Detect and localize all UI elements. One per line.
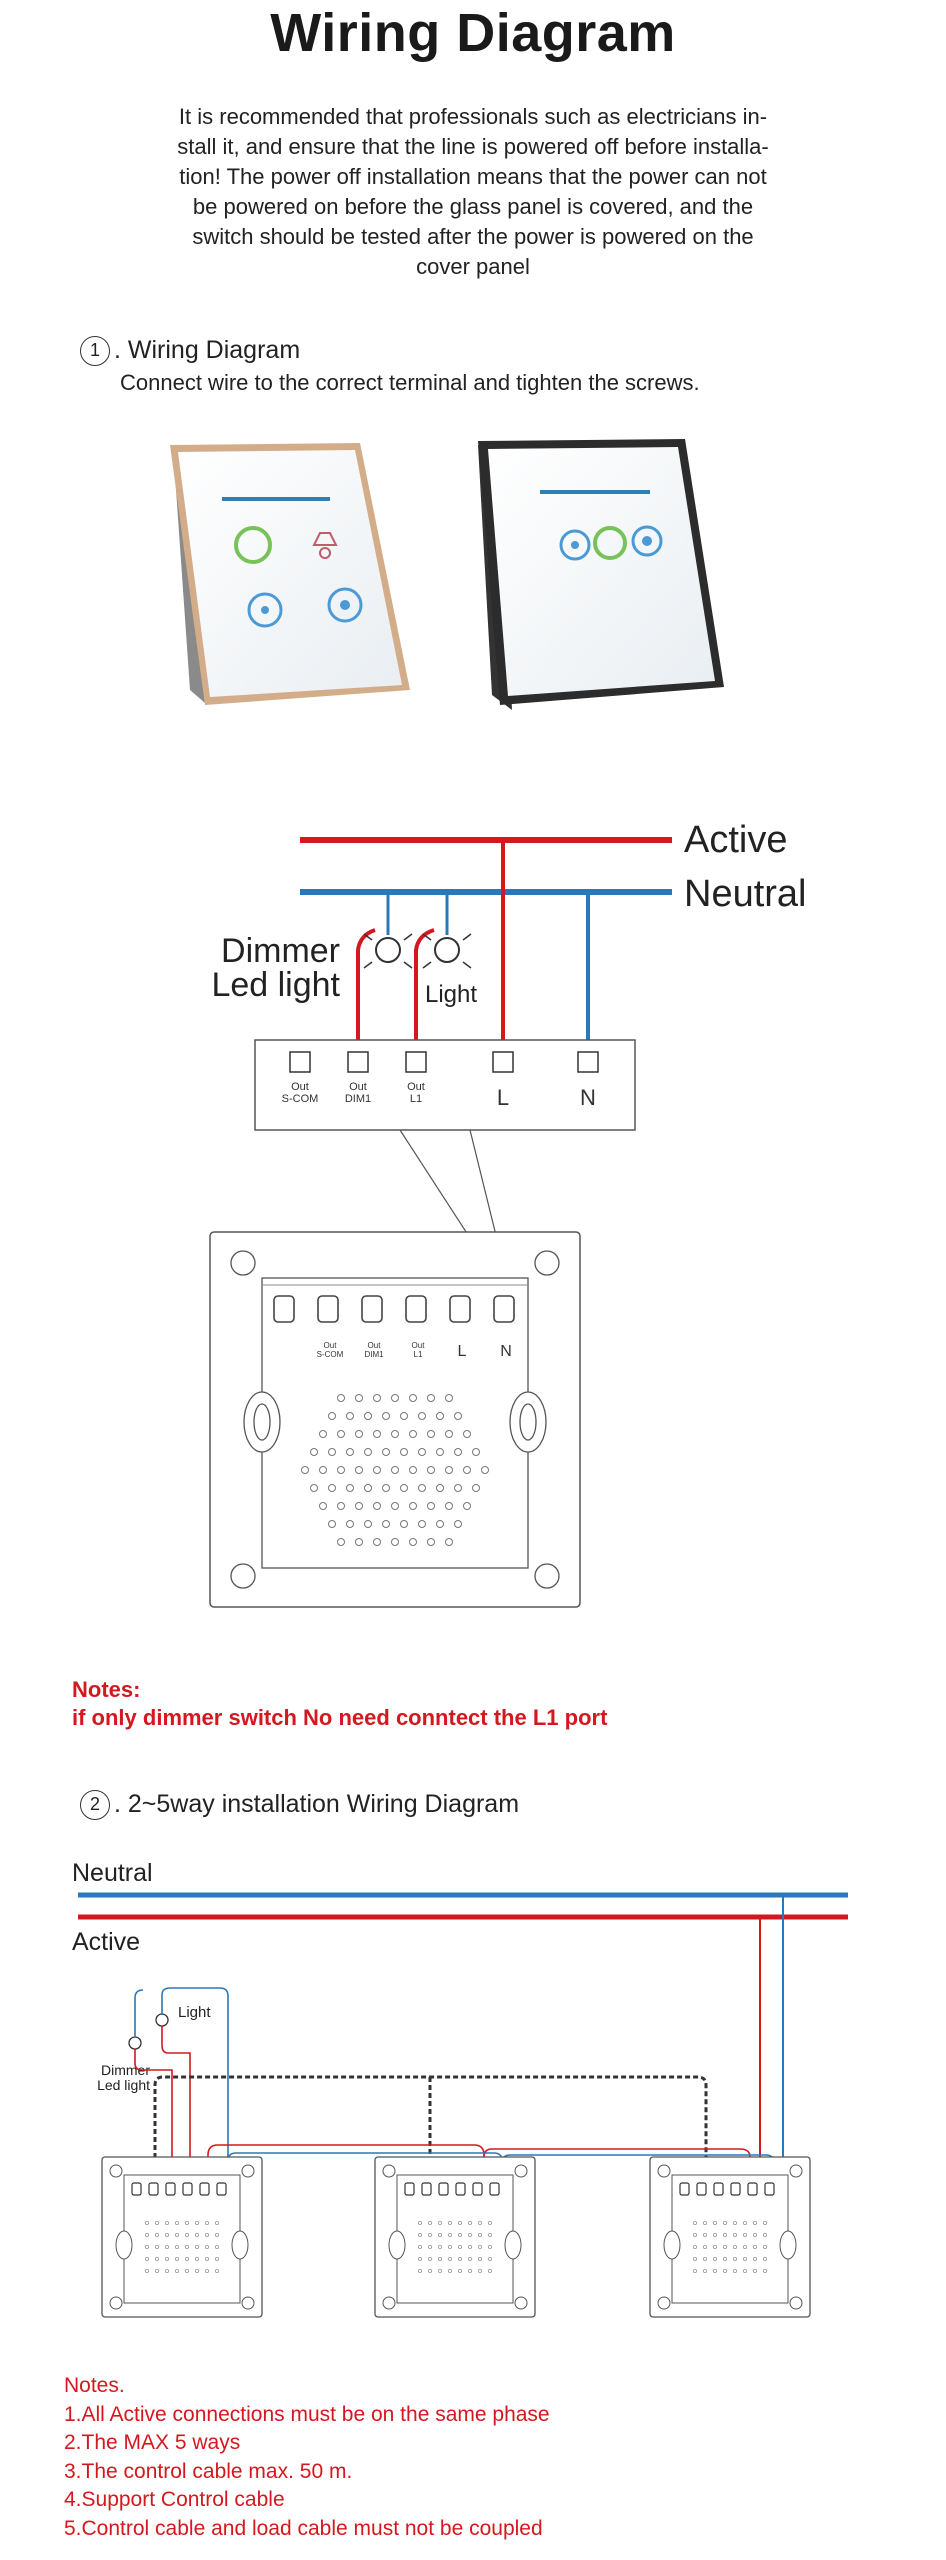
neutral-label: Neutral — [72, 1859, 153, 1887]
light-label: Light — [178, 2004, 211, 2021]
terminal-label: DIM1 — [345, 1093, 371, 1105]
terminal-label: Out — [349, 1081, 367, 1093]
terminal-label: L1 — [410, 1093, 422, 1105]
switch-back-housing: Out S-COM Out DIM1 Out L1 L N — [209, 1231, 581, 1608]
light-bulb-icon — [422, 933, 472, 969]
dimmer-up-icon — [327, 587, 363, 623]
section1-title-text: . Wiring Diagram — [114, 336, 301, 364]
switch-back-housing — [101, 2156, 263, 2318]
light-level-indicator — [540, 490, 650, 494]
section2-title-text: . 2~5way installation Wiring Diagram — [114, 1790, 520, 1818]
light-bulb-icon — [155, 2013, 169, 2027]
housing-terminal-label: DIM1 — [364, 1350, 384, 1359]
section2-number-badge: 2 — [80, 1790, 110, 1820]
single-wiring-diagram: Active Neutral Dimmer Led light Light — [209, 819, 807, 1608]
dimmer-label: Dimmer — [221, 932, 340, 970]
terminal-label: S-COM — [282, 1093, 319, 1105]
notes-item: 4.Support Control cable — [64, 2488, 285, 2511]
notes-title: Notes: — [72, 1677, 141, 1702]
light-level-indicator — [222, 497, 330, 501]
terminal-label-l: L — [497, 1085, 509, 1110]
notes-text: if only dimmer switch No need conntect t… — [72, 1705, 608, 1730]
section2-title: 2. 2~5way installation Wiring Diagram — [80, 1790, 519, 1820]
dimmer-down-icon — [559, 529, 591, 561]
led-light-label: Led light — [97, 2077, 150, 2093]
notes-item: 5.Control cable and load cable must not … — [64, 2516, 543, 2540]
intro-line: be powered on before the glass panel is … — [192, 194, 754, 219]
intro-line: tion! The power off installation means t… — [179, 164, 767, 189]
section1-subtitle: Connect wire to the correct terminal and… — [120, 370, 700, 395]
intro-paragraph: It is recommended that professionals suc… — [130, 102, 816, 282]
intro-line: stall it, and ensure that the line is po… — [177, 134, 769, 159]
page-title: Wiring Diagram — [270, 3, 676, 63]
gold-frame-switch — [170, 443, 410, 705]
light-label: Light — [425, 981, 477, 1008]
terminal-block-callout — [254, 1039, 636, 1131]
terminal-slots — [289, 1051, 599, 1073]
housing-terminal-label: L1 — [414, 1350, 423, 1359]
terminal-label: Out — [291, 1081, 309, 1093]
housing-terminal-l: L — [458, 1343, 467, 1360]
section2-notes: Notes. 1.All Active connections must be … — [64, 2372, 550, 2543]
dimmer-bulb-icon — [128, 2036, 142, 2050]
housing-terminal-label: Out — [324, 1341, 338, 1350]
power-ring-icon — [593, 526, 627, 560]
intro-line: switch should be tested after the power … — [192, 224, 754, 249]
terminal-label-n: N — [580, 1085, 596, 1110]
terminal-label: Out — [407, 1081, 425, 1093]
housing-terminal-label: S-COM — [317, 1350, 344, 1359]
notes-item: 1.All Active connections must be on the … — [64, 2402, 550, 2426]
led-light-label: Led light — [211, 966, 340, 1004]
dimmer-bulb-icon — [363, 933, 413, 969]
housing-terminal-n: N — [500, 1343, 512, 1360]
housing-terminal-label: Out — [368, 1341, 382, 1350]
section1-number-badge: 1 — [80, 336, 110, 366]
housing-terminal-label: Out — [412, 1341, 426, 1350]
dimmer-label: Dimmer — [101, 2062, 150, 2078]
switch-back-housing — [649, 2156, 811, 2318]
dimmer-down-icon — [247, 592, 283, 628]
section1-title: 1. Wiring Diagram — [80, 336, 300, 366]
intro-line: It is recommended that professionals suc… — [178, 104, 768, 129]
notes-item: 3.The control cable max. 50 m. — [64, 2459, 353, 2483]
lamp-icon — [312, 532, 338, 559]
intro-line: cover panel — [416, 254, 530, 279]
product-photos — [170, 439, 724, 710]
black-frame-switch — [478, 439, 724, 710]
section1-notes: Notes: if only dimmer switch No need con… — [72, 1676, 607, 1732]
active-label: Active — [72, 1928, 140, 1956]
notes-title: Notes. — [64, 2374, 125, 2397]
active-label: Active — [684, 819, 787, 861]
neutral-label: Neutral — [684, 873, 807, 915]
dimmer-up-icon — [631, 525, 663, 557]
multiway-wiring-diagram: Neutral Active Light Dimmer Led light — [72, 1859, 848, 2318]
switch-back-housing — [374, 2156, 536, 2318]
power-ring-icon — [234, 526, 272, 564]
notes-item: 2.The MAX 5 ways — [64, 2431, 241, 2454]
